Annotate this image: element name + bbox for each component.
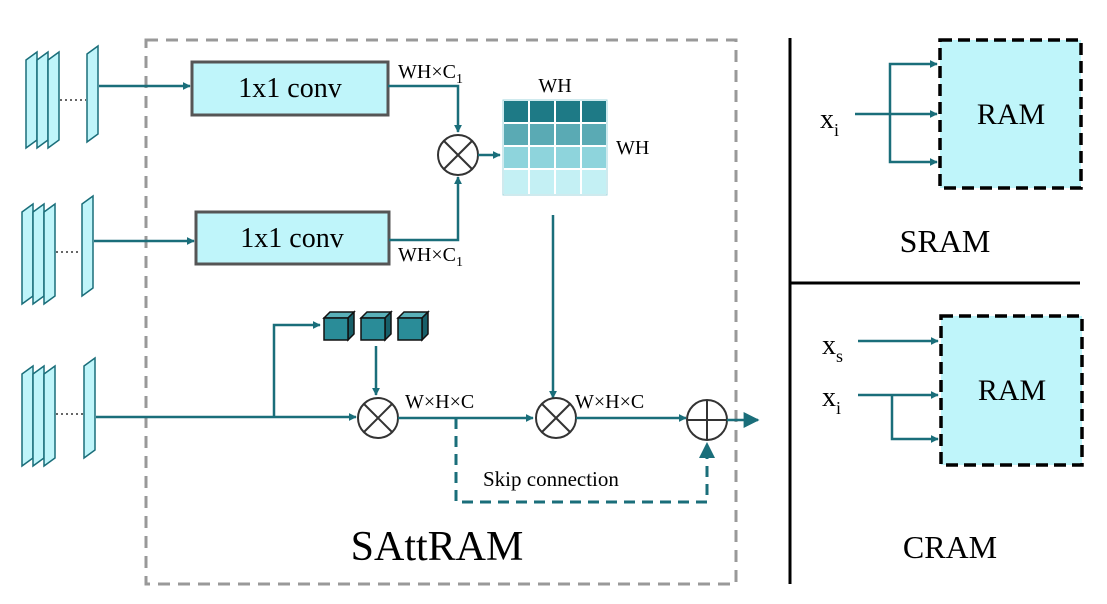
feature-map-stack-3 [21, 356, 96, 468]
multiply-operator-right [535, 397, 577, 439]
mult-right-output-label: W×H×C [575, 391, 644, 413]
sram-input-label: xi [820, 104, 839, 140]
cram-ram-block [939, 314, 1084, 467]
cram-ram-label: RAM [978, 374, 1046, 407]
conv-top-label: 1x1 conv [238, 73, 341, 104]
add-operator [686, 399, 728, 441]
cram-input-s-label: xs [822, 330, 843, 366]
skip-connection-path [454, 418, 709, 504]
multiply-operator-left [357, 397, 399, 439]
bottom-dim-label: WH×C1 [398, 244, 463, 270]
mult-left-output-label: W×H×C [405, 391, 474, 413]
sram-title: SRAM [900, 223, 991, 259]
sram-ram-block [938, 38, 1083, 190]
top-dim-label: WH×C1 [398, 61, 463, 87]
sattram-title: SAttRAM [351, 524, 524, 570]
matmul-operator-top [437, 134, 479, 176]
arrow-conv-top-to-mult [388, 84, 462, 133]
conv-box-top [190, 60, 390, 117]
sram-branch-bottom [888, 114, 938, 166]
skip-connection-arrowhead [699, 442, 715, 458]
matrix-side-label: WH [616, 137, 649, 159]
sram-ram-label: RAM [977, 98, 1045, 131]
feature-map-stack-1 [25, 44, 99, 150]
cram-branch-bottom [890, 395, 939, 443]
arrow-branch-to-cubes [272, 321, 321, 417]
skip-connection-label: Skip connection [483, 467, 619, 491]
cram-title: CRAM [903, 529, 997, 565]
channel-weight-cubes [322, 310, 430, 342]
matrix-top-label: WH [538, 75, 571, 97]
sattram-boundary [144, 38, 738, 586]
sram-branch-top [888, 60, 938, 114]
cram-input-i-label: xi [822, 382, 841, 418]
feature-map-stack-2 [21, 194, 94, 306]
attention-matrix [502, 99, 608, 196]
arrow-conv-bottom-to-mult [389, 176, 462, 242]
conv-bottom-label: 1x1 conv [240, 223, 343, 254]
conv-box-bottom [194, 210, 391, 266]
